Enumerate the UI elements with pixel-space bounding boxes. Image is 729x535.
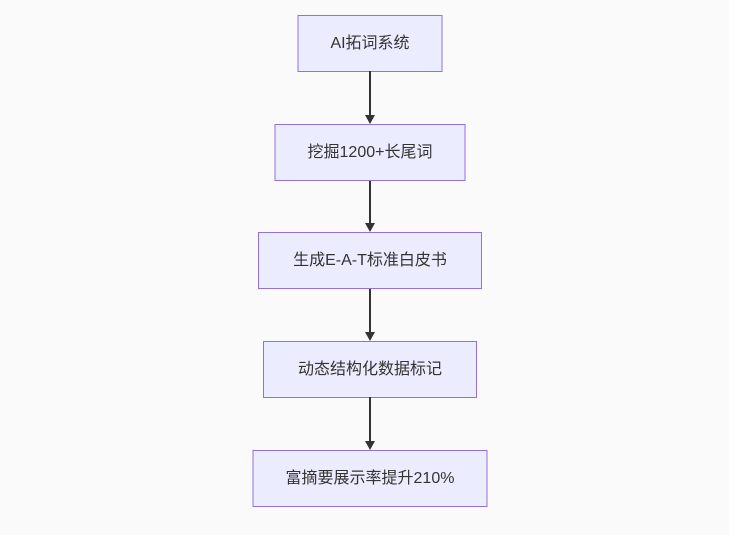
flow-node-structured-data: 动态结构化数据标记 [263, 341, 477, 398]
arrowhead-icon [365, 115, 375, 124]
arrow-shaft [369, 71, 371, 115]
down-arrow-icon [365, 397, 375, 450]
flow-node-label: 动态结构化数据标记 [297, 360, 442, 378]
arrow-shaft [369, 181, 371, 223]
flow-node-label: 挖掘1200+长尾词 [307, 143, 433, 161]
arrowhead-icon [365, 223, 375, 232]
flow-node-rich-snippet-result: 富摘要展示率提升210% [252, 450, 488, 507]
arrow-shaft [369, 397, 371, 441]
arrowhead-icon [365, 441, 375, 450]
down-arrow-icon [365, 289, 375, 341]
down-arrow-icon [365, 181, 375, 232]
flow-node-eat-whitepaper: 生成E-A-T标准白皮书 [258, 232, 482, 289]
arrowhead-icon [365, 332, 375, 341]
flow-node-ai-word-system: AI拓词系统 [297, 15, 443, 72]
flow-node-label: 富摘要展示率提升210% [285, 469, 455, 487]
down-arrow-icon [365, 71, 375, 124]
flow-node-label: 生成E-A-T标准白皮书 [293, 251, 447, 269]
flow-node-label: AI拓词系统 [330, 34, 410, 52]
flow-node-longtail-mining: 挖掘1200+长尾词 [274, 124, 466, 181]
arrow-shaft [369, 289, 371, 332]
